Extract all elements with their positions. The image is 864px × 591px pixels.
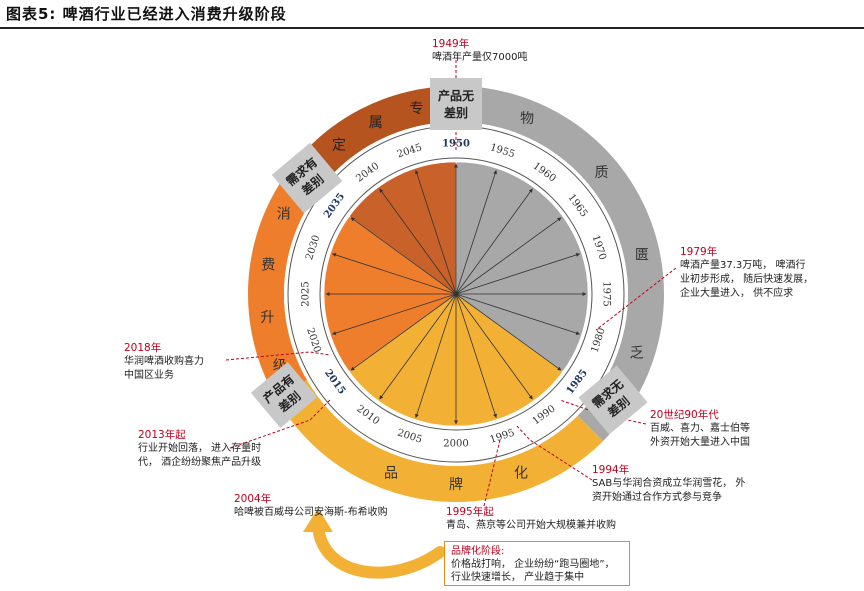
year-spoke [379,293,457,400]
year-spoke [415,169,457,295]
annotation-line: 行业开始回落， 进入存量时 [138,443,262,454]
year-spoke [455,293,533,400]
annotation-leader-line [483,439,501,507]
arc-label-char: 升 [260,310,274,326]
annotation-leader-line [225,351,331,361]
annotation-line: 啤酒年产量仅7000吨 [432,52,528,63]
pie-border [319,157,593,431]
year-spoke [455,253,581,295]
year-pie [323,161,589,427]
year-label: 2000 [443,439,468,450]
annotation-year: 1994年 [592,464,630,476]
curved-arrow-body [312,516,446,579]
arc-label-char: 物 [520,111,534,127]
arc-label-char: 质 [595,165,609,181]
pie-segment-shortage [455,161,589,373]
arc-label-char: 属 [369,115,383,131]
annotation-leader-line [595,267,677,331]
annotation-year: 20世纪90年代 [650,409,719,421]
annotation-1949: 1949年 啤酒年产量仅7000吨 [432,37,527,65]
arc-label-char: 乏 [630,346,644,362]
annotation-1979: 1979年 啤酒产量37.3万吨， 啤酒行 业初步形成， 随后快速发展， 企业大… [680,245,813,301]
branding-box-heading: 品牌化阶段: [451,546,505,557]
year-spoke [331,293,457,335]
annotation-1990s: 20世纪90年代 百威、喜力、嘉士伯等 外资开始大量进入中国 [650,408,750,450]
annotation-line: 资开始通过合作方式参与竞争 [592,492,722,503]
pie-segment-custom [348,161,457,295]
annotation-1995: 1995年起 青岛、燕京等公司开始大规模兼并收购 [446,505,616,533]
year-spoke [455,293,562,371]
annotation-leader-line [515,424,593,481]
annotation-year: 1949年 [432,38,470,50]
stage-box-bg [271,142,343,214]
annotation-line: 企业大量进入， 供不应求 [680,288,794,299]
branding-box-line: 价格战打响， 企业纷纷“跑马圈地”， [451,559,615,570]
year-spoke [455,293,581,335]
stage-box-bg [578,365,648,435]
annotation-line: 中国区业务 [124,370,174,381]
annotation-line: 青岛、燕京等公司开始大规模兼并收购 [446,520,616,531]
annotation-year: 1979年 [680,246,718,258]
annotation-year: 2004年 [234,493,272,505]
annotation-line: 华润啤酒收购喜力 [124,356,204,367]
title-rule [0,27,864,29]
ring-segment-shortage [456,86,665,442]
branding-box-line: 行业快速增长， 产业趋于集中 [451,572,585,583]
annotation-line: 哈啤被百威母公司安海斯-布希收购 [234,507,388,518]
year-spoke [455,188,533,295]
annotation-line: 业初步形成， 随后快速发展， [680,274,814,285]
stage-box-text-line: 差别 [443,105,468,120]
annotation-line: SAB与华润合资成立华润雪花， 外 [592,478,746,489]
arc-label-char: 消 [277,207,291,223]
ring-segment-branding [275,380,604,503]
year-spoke [331,253,457,295]
annotation-line: 啤酒产量37.3万吨， 啤酒行 [680,260,806,271]
curved-arrow [303,508,446,579]
year-spoke [455,169,497,295]
arc-label-char: 匮 [635,247,649,263]
arc-label-char: 品 [384,466,398,482]
annotation-year: 2013年起 [138,429,186,441]
arc-label-char: 定 [332,137,346,153]
year-label: 2025 [301,281,312,306]
year-spoke [415,293,457,419]
annotation-2018: 2018年 华润啤酒收购喜力 中国区业务 [124,341,204,383]
annotation-line: 外资开始大量进入中国 [650,437,750,448]
year-spoke [455,293,497,419]
annotation-year: 1995年起 [446,506,494,518]
annotation-line: 百威、喜力、嘉士伯等 [650,423,750,434]
arc-label-char: 专 [409,101,423,117]
year-spoke [350,293,457,371]
branding-stage-box: 品牌化阶段: 价格战打响， 企业纷纷“跑马圈地”， 行业快速增长， 产业趋于集中 [444,541,630,586]
annotation-2013: 2013年起 行业开始回落， 进入存量时 代， 酒企纷纷聚焦产品升级 [138,428,261,470]
year-label: 1975 [601,281,612,306]
arc-label-char: 化 [514,466,528,482]
year-spoke [350,217,457,295]
arc-label-char: 费 [261,257,275,273]
annotation-line: 代， 酒企纷纷聚焦产品升级 [138,457,262,468]
stage-box-bg [250,361,318,429]
year-spoke [379,188,457,295]
stage-box-bg [430,78,482,130]
year-spoke [455,217,562,295]
ring-segment-consumer [248,174,316,398]
annotation-year: 2018年 [124,342,162,354]
figure-title: 图表5: 啤酒行业已经进入消费升级阶段 [6,5,287,23]
curved-arrow-head [303,508,333,532]
stage-box-text-line: 产品无 [438,88,474,103]
annotation-2004: 2004年 哈啤被百威母公司安海斯-布希收购 [234,492,388,520]
arc-label-char: 牌 [449,476,463,493]
annotation-1994: 1994年 SAB与华润合资成立华润雪花， 外 资开始通过合作方式参与竞争 [592,463,745,505]
outer-stage-ring: 物质匮乏品牌化消费升级专属定制 [248,86,665,503]
